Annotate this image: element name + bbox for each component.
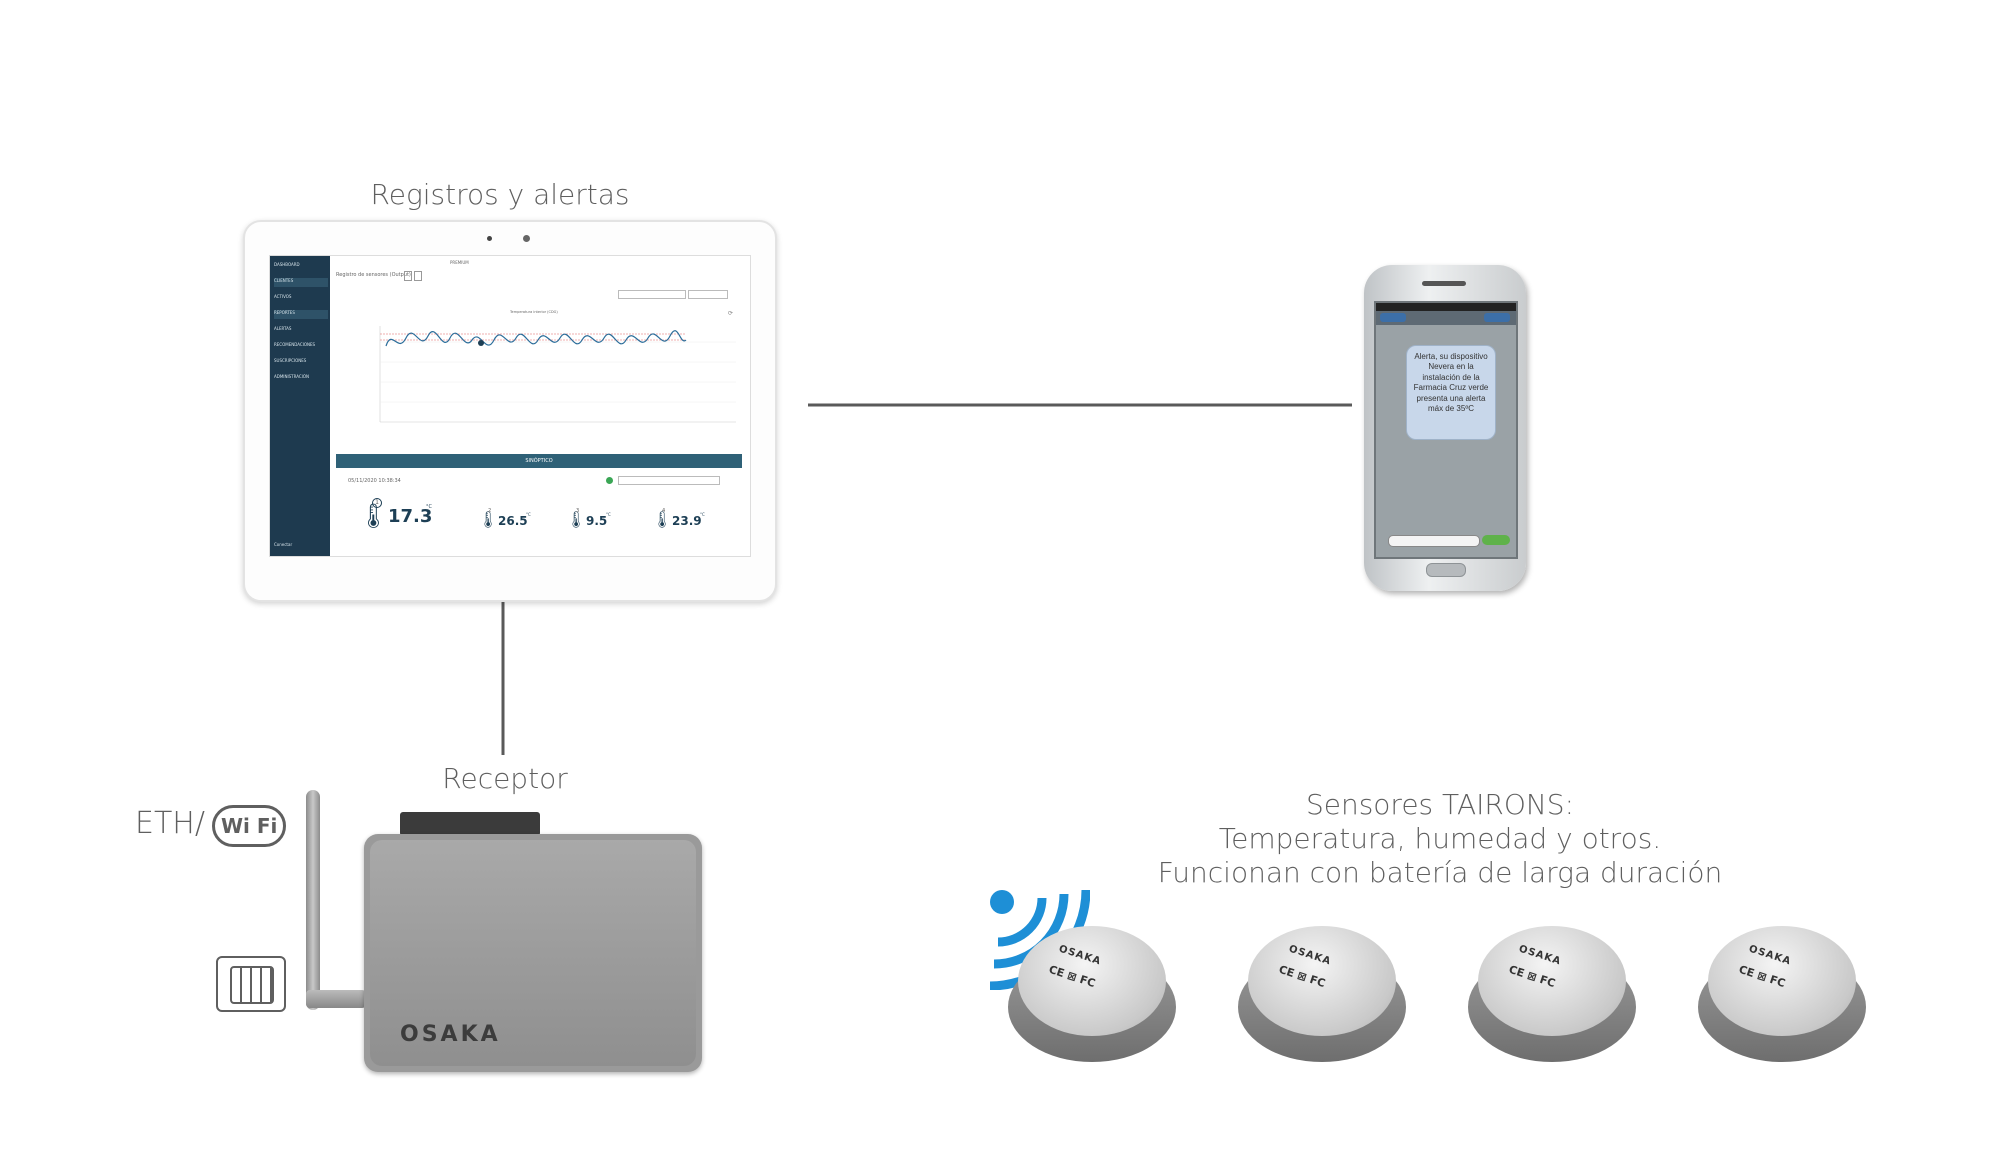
message-input-field[interactable] — [1388, 535, 1480, 547]
sensor-cap — [1248, 926, 1396, 1036]
sidebar-item-clientes[interactable]: CLIENTES — [274, 278, 328, 287]
reading-unit: °C — [606, 512, 611, 517]
sensor-device-2: OSAKA CE ⊠ FC — [1238, 922, 1406, 1072]
refresh-icon[interactable]: ⟳ — [728, 310, 734, 317]
receptor-device — [364, 834, 702, 1072]
sidebar-item-recomendaciones[interactable]: RECOMENDACIONES — [274, 342, 316, 347]
sensor-cap — [1478, 926, 1626, 1036]
sidebar-item-suscripciones[interactable]: SUSCRIPCIONES — [274, 358, 307, 363]
sidebar-item-dashboard[interactable]: DASHBOARD — [274, 262, 300, 267]
reading-timestamp: 05/11/2020 10:38:34 — [348, 478, 401, 484]
sensor-device-4: OSAKA CE ⊠ FC — [1698, 922, 1866, 1072]
tablet-caption: Registros y alertas — [370, 178, 630, 211]
sensors-caption: Sensores TAIRONS: Temperatura, humedad y… — [1100, 788, 1780, 890]
reading-index: 1 — [372, 498, 382, 508]
thermometer-icon: 🌡 — [566, 510, 587, 529]
reading-index: 2 — [488, 508, 492, 514]
reading-2: 🌡 2 26.5 °C — [478, 508, 548, 540]
section-title: Registro de sensores (Output) — [336, 272, 411, 278]
export-icon[interactable] — [414, 271, 422, 281]
reading-index: 3 — [576, 508, 580, 514]
settings-icon[interactable] — [404, 271, 412, 281]
phone-screen: Alerta, su dispositivo Nevera en la inst… — [1374, 301, 1518, 559]
reading-value: 9.5 — [586, 514, 608, 528]
chart-legend: Temperatura interior (CDG) — [510, 310, 558, 314]
status-dot — [606, 477, 613, 484]
receptor-brand-logo: OSAKA — [400, 1022, 501, 1047]
phone-status-bar — [1376, 303, 1516, 311]
home-button[interactable] — [1426, 563, 1466, 577]
reading-3: 🌡 3 9.5 °C — [566, 508, 626, 540]
receptor-caption: Receptor — [442, 762, 568, 795]
sidebar-item-alertas[interactable]: ALERTAS — [274, 326, 292, 331]
send-button[interactable] — [1482, 535, 1510, 545]
sim-chip — [230, 966, 274, 1004]
reading-4: 🌡 4 23.9 °C — [652, 508, 722, 540]
terminal-block — [400, 812, 540, 836]
app-main: PREMIUM Registro de sensores (Output) Te… — [330, 256, 750, 556]
tablet-device: DASHBOARD CLIENTES ACTIVOS REPORTES ALER… — [243, 220, 777, 602]
thermometer-icon: 🌡 — [652, 510, 673, 529]
sim-card-icon — [216, 956, 286, 1012]
temperature-series-line — [385, 330, 687, 347]
sensor-device-1: OSAKA CE ⊠ FC — [1008, 922, 1176, 1072]
reading-unit: °C — [426, 504, 432, 510]
reading-value: 23.9 — [672, 514, 702, 528]
edit-button[interactable] — [1484, 313, 1510, 322]
app-sidebar: DASHBOARD CLIENTES ACTIVOS REPORTES ALER… — [270, 256, 330, 556]
receptor-cover — [370, 840, 696, 1066]
date-range-select[interactable] — [618, 290, 686, 299]
camera-dot — [487, 236, 492, 241]
sensors-caption-line2: Temperatura, humedad y otros. — [1218, 822, 1662, 855]
reading-value: 26.5 — [498, 514, 528, 528]
synoptic-bar: SINÓPTICO — [336, 454, 742, 468]
sensors-caption-line1: Sensores TAIRONS: — [1305, 788, 1575, 821]
sensors-caption-line3: Funcionan con batería de larga duración — [1157, 856, 1723, 889]
tablet-screen: DASHBOARD CLIENTES ACTIVOS REPORTES ALER… — [269, 255, 751, 557]
sms-message-bubble: Alerta, su dispositivo Nevera en la inst… — [1406, 345, 1496, 440]
thermometer-icon: 🌡 — [478, 510, 499, 529]
sidebar-item-administracion[interactable]: ADMINISTRACIÓN — [274, 374, 309, 379]
temperature-chart — [379, 326, 736, 423]
wifi-logo-text: Wi Fi — [221, 814, 278, 838]
mobile-phone: Alerta, su dispositivo Nevera en la inst… — [1364, 265, 1526, 591]
reading-index: 4 — [662, 508, 666, 514]
variable-select[interactable] — [688, 290, 728, 299]
sensor-device-3: OSAKA CE ⊠ FC — [1468, 922, 1636, 1072]
app-header-title: PREMIUM — [450, 260, 469, 265]
reading-value: 17.3 — [388, 506, 433, 527]
sensor-cap — [1708, 926, 1856, 1036]
sidebar-item-activos[interactable]: ACTIVOS — [274, 294, 292, 299]
back-button[interactable] — [1380, 313, 1406, 322]
reading-unit: °C — [700, 512, 705, 517]
reading-1: 🌡 1 17.3 °C — [358, 498, 448, 538]
device-select[interactable] — [618, 476, 720, 485]
phone-nav-bar — [1376, 311, 1516, 325]
reading-unit: °C — [526, 512, 531, 517]
selected-point-marker — [478, 340, 484, 346]
antenna-connector — [306, 990, 366, 1008]
sensor-cap — [1018, 926, 1166, 1036]
phone-speaker — [1422, 281, 1466, 286]
sidebar-item-reportes[interactable]: REPORTES — [274, 310, 328, 319]
wifi-logo: Wi Fi — [212, 805, 286, 847]
connectivity-label: ETH/ — [135, 806, 205, 841]
antenna — [306, 790, 320, 1010]
sidebar-footer-link[interactable]: Conectar — [274, 542, 293, 547]
camera-lens — [523, 235, 530, 242]
